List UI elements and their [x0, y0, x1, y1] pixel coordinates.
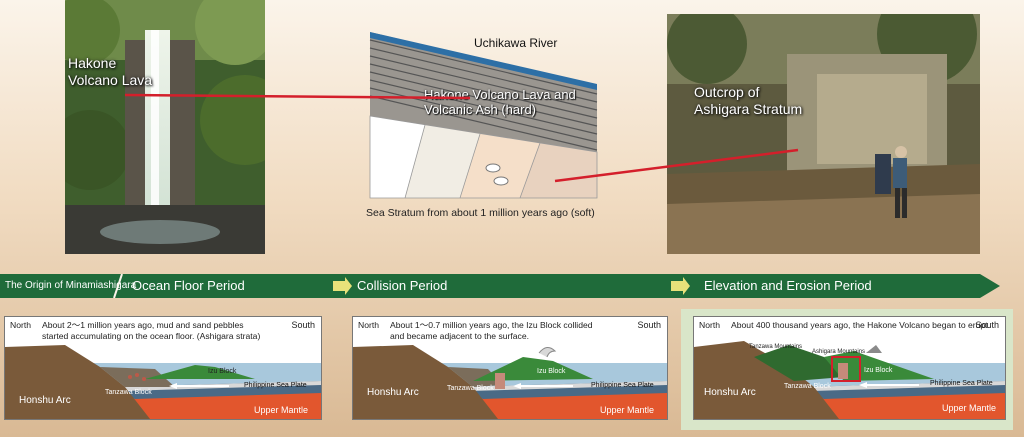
waterfall-label-line2: Volcano Lava	[68, 72, 153, 88]
stratum-diagram	[365, 28, 605, 208]
panel-collision-text: About 1～0.7 million years ago, the Izu B…	[390, 320, 662, 341]
izu-block-label: Izu Block	[537, 368, 566, 375]
izu-block-label: Izu Block	[208, 368, 237, 375]
panel-elevation: North About 400 thousand years ago, the …	[693, 316, 1006, 420]
izu-block-label: Izu Block	[864, 367, 893, 374]
lava-ash-line2: Volcanic Ash (hard)	[424, 102, 537, 117]
ashigara-mountains-label: Ashigara Mountains	[812, 349, 866, 355]
outcrop-photo	[667, 14, 980, 254]
panel-ocean-floor-text: About 2～1 million years ago, mud and san…	[42, 320, 316, 341]
outcrop-label: Outcrop of Ashigara Stratum	[694, 84, 802, 118]
north-label: North	[699, 320, 721, 330]
period-ocean-floor: Ocean Floor Period	[132, 278, 245, 293]
plate-arrow-icon	[513, 383, 573, 389]
tanzawa-mountains-label: Tanzawa Mountains	[749, 344, 803, 350]
upper-mantle-label: Upper Mantle	[600, 405, 655, 415]
period-elevation-erosion: Elevation and Erosion Period	[704, 278, 872, 293]
timeline-title: The Origin of Minamiashigara	[5, 280, 137, 291]
connector-lines	[124, 93, 799, 183]
plate-label: Philippine Sea Plate	[591, 382, 654, 389]
panel-collision: North About 1～0.7 million years ago, the…	[352, 316, 668, 420]
waterfall-label-line1: Hakone	[68, 55, 117, 71]
river-label: Uchikawa River	[474, 36, 558, 50]
plate-arrow-icon	[859, 382, 919, 388]
upper-mantle-label: Upper Mantle	[254, 405, 309, 415]
sea-stratum-label: Sea Stratum from about 1 million years a…	[366, 207, 595, 219]
south-label: South	[291, 320, 315, 330]
panel-elevation-text: About 400 thousand years ago, the Hakone…	[731, 320, 1000, 331]
outcrop-label-line1: Outcrop of	[694, 84, 760, 100]
timeline-bar	[0, 274, 1000, 298]
panel-ocean-floor-line1: About 2～1 million years ago, mud and san…	[42, 320, 244, 330]
tanzawa-block-label: Tanzawa Block	[784, 383, 831, 390]
tanzawa-block-label: Tanzawa Block	[447, 385, 494, 392]
panel-collision-line1: About 1～0.7 million years ago, the Izu B…	[390, 320, 593, 330]
panel-ocean-floor: North About 2～1 million years ago, mud a…	[4, 316, 322, 420]
panel-collision-line2: and became adjacent to the surface.	[390, 330, 530, 341]
ocean-floor-cross-section	[5, 345, 321, 419]
south-label: South	[975, 320, 999, 330]
upper-mantle-label: Upper Mantle	[942, 403, 997, 413]
honshu-arc-label: Honshu Arc	[704, 387, 756, 398]
plate-label: Philippine Sea Plate	[930, 380, 993, 387]
waterfall-label: Hakone Volcano Lava	[68, 55, 152, 89]
plate-arrow-icon	[169, 383, 229, 389]
honshu-arc-label: Honshu Arc	[19, 395, 71, 406]
plate-label: Philippine Sea Plate	[244, 382, 307, 389]
elevation-cross-section	[694, 341, 1005, 419]
waterfall-photo	[65, 0, 265, 254]
south-label: South	[637, 320, 661, 330]
tanzawa-block-label: Tanzawa Block	[105, 389, 152, 396]
outcrop-label-line2: Ashigara Stratum	[694, 101, 803, 117]
north-label: North	[10, 320, 32, 330]
period-collision: Collision Period	[357, 278, 448, 293]
panel-elevation-line1: About 400 thousand years ago, the Hakone…	[731, 320, 990, 330]
panel-ocean-floor-line2: started accumulating on the ocean floor.…	[42, 330, 261, 341]
honshu-arc-label: Honshu Arc	[367, 387, 419, 398]
north-label: North	[358, 320, 380, 330]
